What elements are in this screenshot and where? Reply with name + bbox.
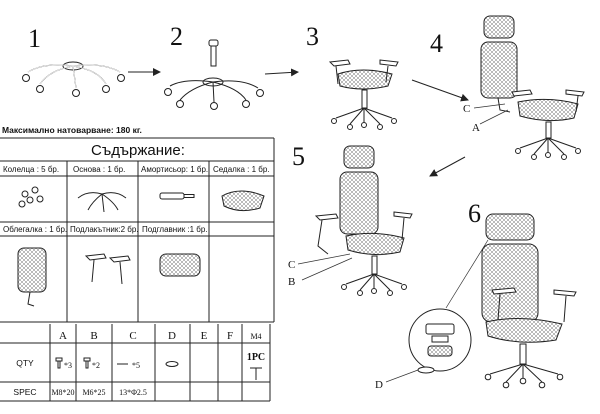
hw-col-d: D (168, 330, 176, 342)
step-number-2: 2 (170, 22, 183, 51)
hw-col-m4: M4 (250, 332, 261, 341)
part-label-armrests: Подлакътник:2 бр. (70, 225, 139, 234)
callout-step4-a: A (472, 122, 480, 134)
seat-icon (221, 190, 265, 212)
step1-base-illustration (22, 61, 125, 97)
armrests-icon (84, 253, 131, 285)
part-label-gaslift: Амортисьор: 1 бр. (141, 165, 208, 174)
bolt-b-icon (83, 357, 91, 369)
contents-title: Съдържание: (91, 142, 185, 159)
step-number-1: 1 (28, 24, 41, 53)
step-number-6: 6 (468, 199, 481, 228)
hw-spec-c: 13*Φ2.5 (119, 388, 147, 397)
step-number-5: 5 (292, 142, 305, 171)
arrow-step2-to-3 (264, 68, 299, 77)
part-label-seat: Седалка : 1 бр. (213, 165, 270, 174)
hw-col-e: E (201, 330, 208, 342)
hardware-table (0, 324, 271, 402)
hw-qty-a: *3 (64, 361, 72, 370)
part-label-headrest: Подглавник :1 бр. (142, 225, 208, 234)
hw-spec-b: M6*25 (82, 388, 105, 397)
hw-col-c: C (129, 330, 136, 342)
headrest-icon (159, 253, 201, 277)
hw-col-b: B (90, 330, 97, 342)
max-load-text: Максимално натоварване: 180 кг. (2, 125, 142, 135)
callout-step6-d: D (375, 379, 383, 391)
hw-spec-a: M8*20 (51, 388, 74, 397)
hw-qty-c: *5 (132, 361, 140, 370)
step6-headrest-illustration (385, 213, 577, 389)
callout-step5-c: C (288, 259, 295, 271)
step3-seat-illustration (328, 59, 399, 130)
hw-row-qty: QTY (16, 358, 34, 368)
hw-row-spec: SPEC (13, 387, 36, 397)
hex-key-icon (250, 367, 262, 380)
hw-qty-b: *2 (92, 361, 100, 370)
hw-qty-m4: 1PC (247, 352, 265, 363)
step-number-3: 3 (306, 22, 319, 51)
hw-col-f: F (227, 330, 233, 342)
backrest-icon (17, 247, 47, 307)
contents-table (0, 137, 275, 323)
bolt-a-icon (55, 357, 63, 369)
part-label-backrest: Облегалка : 1 бр. (3, 225, 67, 234)
hw-col-a: A (59, 330, 67, 342)
casters-icon (18, 186, 44, 208)
part-label-casters: Колелца : 5 бр. (3, 165, 59, 174)
washer-d-icon (165, 361, 179, 367)
callout-step4-c: C (463, 103, 470, 115)
arrow-step4-to-5 (429, 156, 466, 177)
step5-armrest-illustration (297, 145, 413, 296)
arrow-step3-to-4 (411, 79, 469, 102)
step2-gaslift-illustration (164, 39, 264, 110)
part-label-base: Основа : 1 бр. (73, 165, 125, 174)
callout-step5-b: B (288, 276, 295, 288)
gaslift-icon (159, 192, 195, 200)
step-number-4: 4 (430, 29, 443, 58)
step4-backrest-illustration (473, 15, 585, 160)
base-icon (77, 192, 127, 213)
